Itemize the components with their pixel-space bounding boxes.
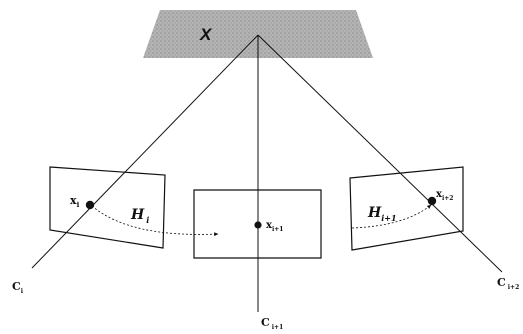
homography-label-right: Hi+1 xyxy=(367,205,397,223)
image-point-label-right: xi+2 xyxy=(436,189,453,202)
image-plane-left xyxy=(49,166,166,249)
image-point-center xyxy=(254,221,262,229)
projection-ray-right xyxy=(257,34,503,273)
image-point-label-left: xi xyxy=(70,194,80,209)
homography-arc-left xyxy=(91,205,219,237)
projection-ray-left xyxy=(31,34,259,269)
image-point-left xyxy=(85,200,95,210)
scene-plane xyxy=(143,10,373,58)
image-plane-right xyxy=(349,166,464,251)
camera-center-label-left: Ci xyxy=(12,280,24,295)
image-point-right xyxy=(427,196,437,206)
scene-point-label: X xyxy=(199,25,213,44)
image-point-label-center: xi+1 xyxy=(266,220,283,233)
homography-arc-right xyxy=(351,204,432,229)
